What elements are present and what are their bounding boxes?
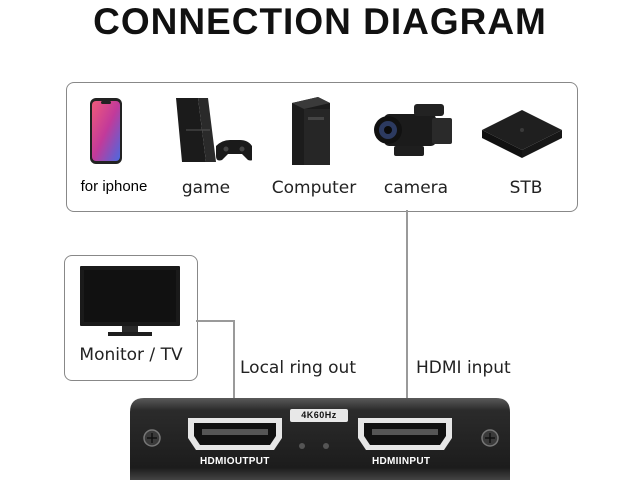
iphone-icon	[90, 98, 122, 164]
local-ring-out-label: Local ring out	[240, 358, 356, 378]
hdmi-input-port-label: HDMIINPUT	[372, 456, 431, 467]
hdmi-output-port-label: HDMIOUTPUT	[200, 456, 270, 467]
source-label-iphone: for iphone	[80, 178, 148, 195]
hdmi-splitter-device	[130, 398, 510, 480]
hdmi-input-line	[406, 210, 408, 406]
computer-icon	[292, 97, 330, 165]
stb-icon	[482, 110, 562, 158]
monitor-icon	[80, 266, 180, 336]
camera-icon	[374, 104, 452, 156]
ring-out-line-vertical	[233, 320, 235, 406]
hdmi-input-label: HDMI input	[416, 358, 511, 378]
source-label-game: game	[181, 178, 231, 198]
source-label-computer: Computer	[271, 178, 357, 198]
monitor-label: Monitor / TV	[79, 345, 183, 365]
game-console-icon	[176, 98, 252, 162]
ring-out-line-horizontal	[196, 320, 234, 322]
4k60hz-badge: 4K60Hz	[290, 409, 348, 422]
source-label-camera: camera	[383, 178, 449, 198]
page-title: CONNECTION DIAGRAM	[93, 1, 547, 42]
source-label-stb: STB	[509, 178, 543, 198]
